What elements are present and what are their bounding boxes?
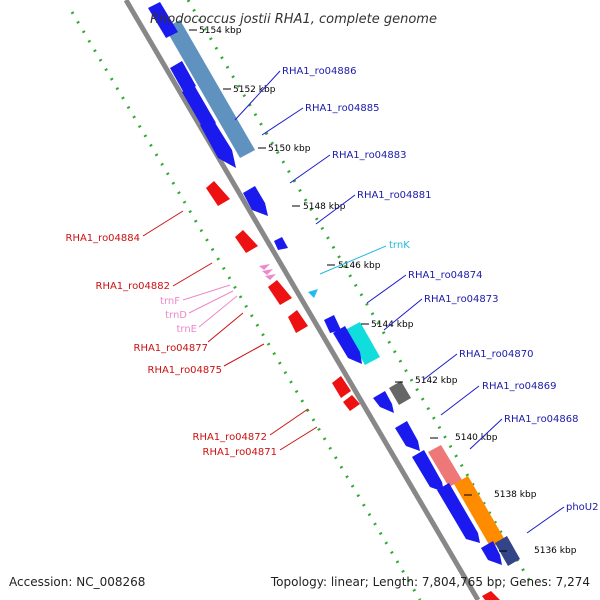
trna-arrow[interactable] [308,289,318,298]
gene-arrow[interactable] [343,395,360,411]
gene-arrow[interactable] [481,541,502,565]
feature-block-purple[interactable] [495,536,520,566]
gene-label[interactable]: RHA1_ro04874 [408,270,483,281]
axis-ticks [189,29,507,552]
reverse-leader-lines [142,210,318,451]
gene-label[interactable]: RHA1_ro04883 [332,150,407,161]
trna-cluster [259,264,276,280]
gene-label[interactable]: RHA1_ro04870 [459,349,534,360]
trna-arrow[interactable] [265,274,276,280]
gene-arrow[interactable] [324,315,341,333]
tick-label: 5142 kbp [415,376,458,386]
accession-text: Accession: NC_008268 [9,575,145,589]
feature-block-salmon[interactable] [428,445,462,487]
gene-arrow[interactable] [482,591,500,600]
gene-arrow[interactable] [412,450,444,492]
gene-label[interactable]: RHA1_ro04886 [282,66,357,77]
gene-label[interactable]: RHA1_ro04877 [134,343,209,354]
feature-block-cyan[interactable] [345,322,380,365]
gene-arrow[interactable] [235,230,258,253]
gene-arrow[interactable] [206,181,230,206]
gene-label[interactable]: RHA1_ro04871 [203,447,278,458]
gene-label[interactable]: RHA1_ro04885 [305,103,380,114]
gene-label[interactable]: RHA1_ro04881 [357,190,432,201]
gene-arrow[interactable] [274,237,288,250]
topology-text: Topology: linear; Length: 7,804,765 bp; … [270,575,590,589]
gene-arrow[interactable] [182,85,216,130]
map-title: Rhodococcus jostii RHA1, complete genome [150,12,437,27]
guide-dots-left [70,11,422,600]
gene-arrow[interactable] [333,326,362,364]
gene-arrow[interactable] [332,376,351,398]
trna-label[interactable]: trnK [389,240,410,251]
trna-label[interactable]: trnE [176,324,197,335]
gene-label[interactable]: RHA1_ro04873 [424,294,499,305]
tick-label: 5148 kbp [303,202,346,212]
gene-arrow[interactable] [288,310,308,333]
tick-label: 5146 kbp [338,261,381,271]
gene-label[interactable]: RHA1_ro04869 [482,381,557,392]
gene-arrow[interactable] [170,61,196,93]
trna-leader-line [319,245,387,275]
trna-label[interactable]: trnD [165,310,187,321]
tick-label: 5138 kbp [494,490,537,500]
tick-label: 5150 kbp [268,144,311,154]
trna-arrow[interactable] [259,264,270,270]
feature-block-orange[interactable] [454,476,505,548]
gene-arrow[interactable] [148,2,178,38]
gene-label[interactable]: RHA1_ro04875 [148,365,223,376]
trna-arrow[interactable] [262,269,273,275]
tick-label: 5144 kbp [371,320,414,330]
gene-arrow[interactable] [243,186,268,216]
gene-arrow[interactable] [395,421,420,451]
forward-leader-lines [234,70,565,534]
gene-label[interactable]: phoU2 [566,502,599,513]
gene-arrow[interactable] [373,391,394,413]
gene-label[interactable]: RHA1_ro04884 [66,233,141,244]
tick-label: 5154 kbp [199,26,242,36]
feature-block-gray[interactable] [389,381,411,405]
reverse-genes [206,181,500,600]
trna-reverse-leader-lines [182,284,238,328]
gene-arrow[interactable] [437,483,480,543]
genome-axis [123,0,481,600]
forward-genes [148,2,502,565]
tick-label: 5152 kbp [233,85,276,95]
feature-block-steelblue[interactable] [165,20,255,158]
tick-label: 5140 kbp [455,433,498,443]
trna-label[interactable]: trnF [160,296,180,307]
gene-arrow[interactable] [200,118,236,168]
gene-label[interactable]: RHA1_ro04882 [96,281,171,292]
gene-label[interactable]: RHA1_ro04872 [193,432,268,443]
gene-label[interactable]: RHA1_ro04868 [504,414,579,425]
tick-label: 5136 kbp [534,546,577,556]
gene-arrow[interactable] [268,280,292,305]
